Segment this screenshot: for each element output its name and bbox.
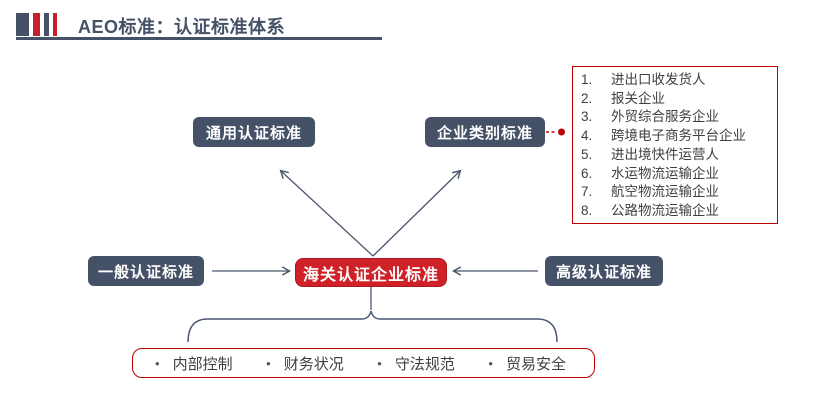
list-item-number: 1.: [581, 72, 593, 87]
title-underline: [16, 37, 382, 40]
bullet-icon: •: [377, 355, 382, 371]
list-item-number: 6.: [581, 165, 593, 181]
node-general-standard: 一般认证标准: [88, 256, 204, 286]
list-item-label: 外贸综合服务企业: [611, 109, 719, 125]
bullet-icon: •: [488, 355, 493, 371]
node-customs-enterprise-standard: 海关认证企业标准: [295, 258, 447, 287]
logo-bar-slate-wide: [16, 13, 29, 36]
list-item: 7. 航空物流运输企业: [581, 183, 773, 202]
list-item: 8. 公路物流运输企业: [581, 202, 773, 221]
enterprise-category-items: 1. 进出口收发货人 2. 报关企业 3. 外贸综合服务企业 4. 跨境电子商务平台企业…: [581, 71, 773, 221]
node-category-standard: 企业类别标准: [425, 117, 545, 147]
list-item-label: 公路物流运输企业: [611, 202, 719, 218]
logo-bar-red: [33, 13, 40, 36]
enterprise-category-list: 1. 进出口收发货人 2. 报关企业 3. 外贸综合服务企业 4. 跨境电子商务平台企业…: [572, 66, 778, 224]
dashed-connector-dot: [558, 128, 565, 136]
arrow-center-to-common: [279, 169, 374, 257]
arrow-center-to-category: [372, 169, 462, 257]
list-item-number: 5.: [581, 146, 593, 162]
page-title: AEO标准：认证标准体系: [78, 17, 286, 37]
node-common-standard: 通用认证标准: [193, 117, 315, 147]
list-item-label: 跨境电子商务平台企业: [611, 128, 746, 144]
criteria-item: • 守法规范: [377, 353, 455, 374]
title-logo-bars: [16, 13, 57, 36]
bullet-icon: •: [155, 355, 160, 371]
list-item-number: 4.: [581, 128, 593, 144]
curly-brace: [187, 310, 558, 343]
list-item-label: 航空物流运输企业: [611, 184, 719, 200]
list-item: 5. 进出境快件运营人: [581, 146, 773, 165]
list-item: 6. 水运物流运输企业: [581, 165, 773, 184]
criteria-strip: • 内部控制 • 财务状况 • 守法规范 • 贸易安全: [132, 348, 595, 378]
criteria-label: 守法规范: [394, 355, 455, 373]
list-item: 3. 外贸综合服务企业: [581, 108, 773, 127]
criteria-item: • 财务状况: [266, 353, 344, 374]
list-item-number: 3.: [581, 109, 593, 125]
logo-bar-red-thin: [53, 13, 57, 36]
list-item-label: 进出口收发货人: [611, 72, 706, 87]
criteria-label: 贸易安全: [505, 355, 566, 373]
list-item: 2. 报关企业: [581, 90, 773, 109]
list-item-label: 进出境快件运营人: [611, 146, 719, 162]
list-item-label: 水运物流运输企业: [611, 165, 719, 181]
logo-bar-slate-thin: [44, 13, 49, 36]
list-item-number: 8.: [581, 202, 593, 218]
node-advanced-standard: 高级认证标准: [545, 256, 663, 286]
list-item-number: 2.: [581, 90, 593, 106]
list-item: 1. 进出口收发货人: [581, 71, 773, 90]
criteria-label: 内部控制: [172, 355, 233, 373]
bullet-icon: •: [266, 355, 271, 371]
criteria-label: 财务状况: [283, 355, 344, 373]
list-item-label: 报关企业: [611, 90, 665, 106]
list-item-number: 7.: [581, 184, 593, 200]
criteria-item: • 贸易安全: [488, 353, 566, 374]
list-item: 4. 跨境电子商务平台企业: [581, 127, 773, 146]
criteria-item: • 内部控制: [155, 353, 233, 374]
